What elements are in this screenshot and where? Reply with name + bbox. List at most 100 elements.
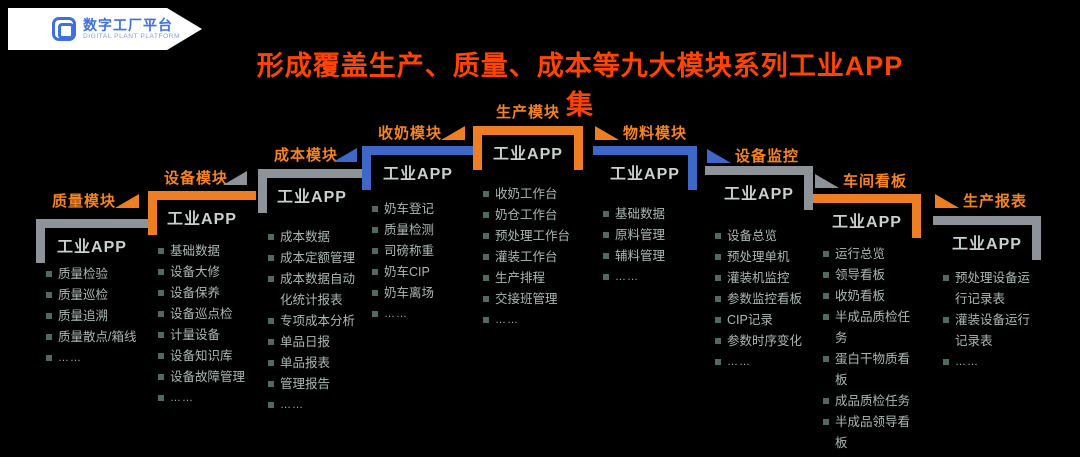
list-item: 原料管理 (603, 225, 695, 246)
list-item: 单品日报 (268, 332, 364, 353)
list-item: …… (715, 352, 811, 373)
app-label: 工业APP (277, 189, 347, 206)
list-item: 领导看板 (823, 265, 919, 286)
list-item: 质量追溯 (46, 306, 146, 327)
list-item-label: 专项成本分析 (280, 314, 356, 328)
bullet-icon (268, 360, 274, 366)
bullet-icon (823, 398, 829, 404)
bullet-icon (372, 311, 378, 317)
brand-subtitle: DIGITAL PLANT PLATFORM (83, 32, 181, 40)
corner-triangle-icon (333, 148, 357, 162)
list-item-label: 质量巡检 (58, 288, 109, 302)
list-item-label: …… (58, 352, 82, 364)
bullet-icon (158, 395, 164, 401)
list-item-label: 设备知识库 (170, 349, 233, 363)
list-item-label: 半成品质检任务 (835, 310, 911, 345)
bullet-icon (823, 314, 829, 320)
bullet-icon (268, 318, 274, 324)
module-item-list: 成本数据成本定额管理成本数据自动化统计报表专项成本分析单品日报单品报表管理报告…… (268, 227, 364, 416)
bullet-icon (483, 296, 489, 302)
module-label: 质量模块 (52, 193, 117, 210)
bracket-frame (36, 219, 148, 263)
module-label: 车间看板 (843, 173, 908, 190)
module-item-list: 质量检验质量巡检质量追溯质量散点/箱线…… (46, 264, 146, 369)
bullet-icon (268, 402, 274, 408)
bullet-icon (158, 290, 164, 296)
list-item: 设备大修 (158, 262, 254, 283)
corner-triangle-icon (815, 174, 839, 188)
bullet-icon (158, 248, 164, 254)
list-item: 质量巡检 (46, 285, 146, 306)
list-item-label: 设备故障管理 (170, 370, 246, 384)
corner-triangle-icon (595, 126, 619, 140)
bullet-icon (268, 339, 274, 345)
list-item: 蛋白干物质看板 (823, 349, 919, 391)
list-item: 灌装设备运行记录表 (943, 310, 1039, 352)
digital-plant-logo-icon (52, 17, 76, 41)
list-item: 运行总览 (823, 244, 919, 265)
list-item: 司磅称重 (372, 241, 472, 262)
bullet-icon (372, 290, 378, 296)
app-label: 工业APP (493, 146, 563, 163)
list-item-label: …… (280, 399, 304, 411)
list-item-label: 交接班管理 (495, 292, 558, 306)
module-label: 生产报表 (963, 193, 1028, 210)
list-item: 基础数据 (158, 241, 254, 262)
list-item-label: 参数时序变化 (727, 334, 803, 348)
list-item-label: 基础数据 (615, 207, 666, 221)
list-item-label: 计量设备 (170, 328, 221, 342)
bullet-icon (158, 353, 164, 359)
list-item: 半成品领导看板 (823, 412, 919, 454)
bullet-icon (823, 272, 829, 278)
list-item-label: 领导看板 (835, 268, 886, 282)
list-item-label: 预处理单机 (727, 250, 790, 264)
module-item-list: 收奶工作台奶仓工作台预处理工作台灌装工作台生产排程交接班管理…… (483, 184, 581, 331)
list-item-label: 辅料管理 (615, 249, 666, 263)
list-item-label: 司磅称重 (384, 244, 435, 258)
list-item-label: CIP记录 (727, 313, 773, 327)
list-item-label: 预处理设备运行记录表 (955, 271, 1031, 306)
list-item-label: …… (384, 308, 408, 320)
list-item: 质量散点/箱线 (46, 327, 146, 348)
list-item-label: 设备大修 (170, 265, 221, 279)
list-item-label: 基础数据 (170, 244, 221, 258)
bullet-icon (268, 255, 274, 261)
list-item-label: 质量散点/箱线 (58, 330, 137, 344)
list-item-label: 成本定额管理 (280, 251, 356, 265)
list-item: …… (943, 352, 1039, 373)
list-item: 奶车登记 (372, 199, 472, 220)
list-item-label: …… (727, 356, 751, 368)
app-label: 工业APP (610, 166, 680, 183)
list-item-label: 单品报表 (280, 356, 331, 370)
module-item-list: 预处理设备运行记录表灌装设备运行记录表…… (943, 268, 1039, 373)
list-item: 生产排程 (483, 268, 581, 289)
bullet-icon (158, 269, 164, 275)
module-label: 成本模块 (274, 147, 339, 164)
list-item: 预处理设备运行记录表 (943, 268, 1039, 310)
bullet-icon (372, 227, 378, 233)
list-item-label: 收奶看板 (835, 289, 886, 303)
list-item-label: 单品日报 (280, 335, 331, 349)
list-item-label: 生产排程 (495, 271, 546, 285)
list-item: …… (158, 388, 254, 409)
corner-triangle-icon (707, 149, 731, 163)
list-item: 参数时序变化 (715, 331, 811, 352)
list-item: 参数监控看板 (715, 289, 811, 310)
module-item-list: 基础数据原料管理辅料管理…… (603, 204, 695, 288)
bullet-icon (943, 275, 949, 281)
list-item: 管理报告 (268, 374, 364, 395)
list-item-label: 收奶工作台 (495, 187, 558, 201)
app-label: 工业APP (57, 239, 127, 256)
bullet-icon (483, 212, 489, 218)
list-item-label: 成品质检任务 (835, 394, 911, 408)
list-item-label: …… (170, 392, 194, 404)
bullet-icon (823, 293, 829, 299)
list-item: 预处理单机 (715, 247, 811, 268)
bullet-icon (372, 206, 378, 212)
list-item-label: 原料管理 (615, 228, 666, 242)
bracket-frame (362, 146, 474, 190)
bullet-icon (823, 419, 829, 425)
bullet-icon (715, 359, 721, 365)
list-item: 灌装机监控 (715, 268, 811, 289)
